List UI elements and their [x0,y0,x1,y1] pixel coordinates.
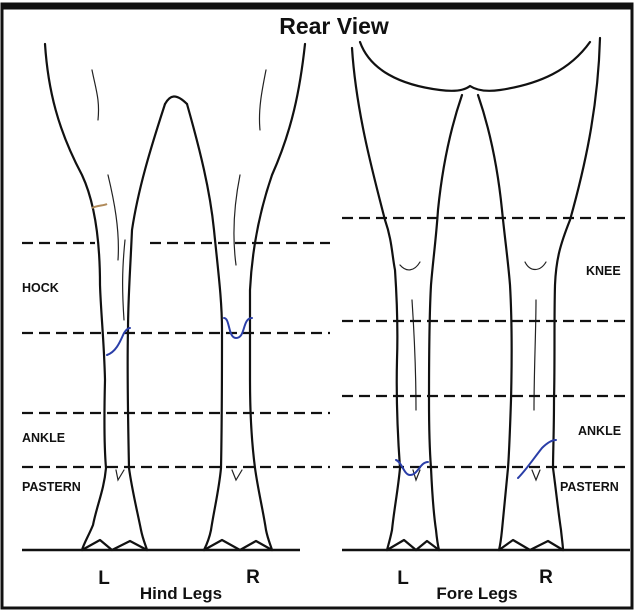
fore-right-hoof [499,540,563,550]
hind-left-scar-mark [92,204,107,208]
hind-right-letter: R [246,567,260,588]
outer-frame [2,4,632,608]
hind-right-hoof [204,540,272,550]
hind-left-letter: L [98,568,110,589]
fore-right-lesion-mark [518,440,556,478]
fore-left-letter: L [397,568,409,589]
hind-right-leg-outline [187,44,305,550]
fore-pastern-label: PASTERN [560,480,619,494]
diagram-title: Rear View [279,13,389,39]
fore-knee-label: KNEE [586,264,621,278]
hind-left-hoof [82,540,147,550]
hind-legs-caption: Hind Legs [140,584,222,603]
fore-legs-caption: Fore Legs [436,584,517,603]
hind-left-leg-outline [45,44,165,550]
fore-legs-panel: KNEE ANKLE PASTERN L R Fore Legs [342,38,630,603]
hind-right-lesion-mark [224,318,252,338]
fore-chest-outline [360,42,590,91]
hind-pastern-label: PASTERN [22,480,81,494]
fore-left-hoof [387,540,439,550]
hind-hock-label: HOCK [22,281,59,295]
fore-right-letter: R [539,567,553,588]
hind-crotch-line [165,96,187,104]
fore-ankle-label: ANKLE [578,424,621,438]
hind-legs-panel: HOCK ANKLE PASTERN L R Hind Legs [22,44,330,603]
hind-ankle-label: ANKLE [22,431,65,445]
